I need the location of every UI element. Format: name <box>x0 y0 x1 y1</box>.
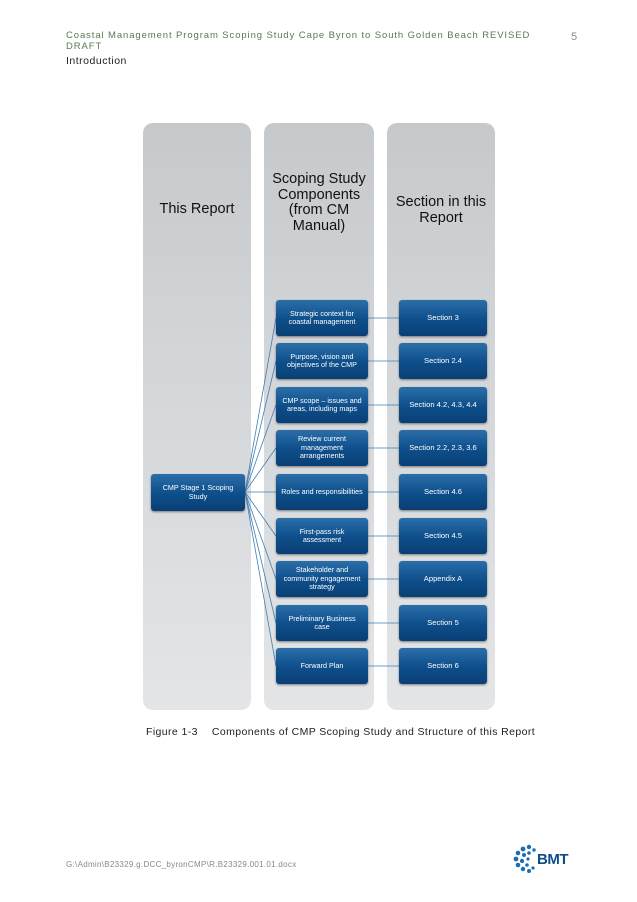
section-node: Section 2.4 <box>399 343 487 379</box>
component-node: Strategic context for coastal management <box>276 300 368 336</box>
page-number: 5 <box>571 31 578 43</box>
column-heading: Section in this Report <box>395 194 487 226</box>
component-node: Stakeholder and community engagement str… <box>276 561 368 597</box>
header-title: Coastal Management Program Scoping Study… <box>66 30 531 52</box>
component-node: CMP scope – issues and areas, including … <box>276 387 368 423</box>
column-heading: Scoping Study Components (from CM Manual… <box>272 171 366 234</box>
component-node: First-pass risk assessment <box>276 518 368 554</box>
bmt-logo-icon <box>513 844 536 873</box>
connector-line <box>244 491 277 580</box>
footer-file-path: G:\Admin\B23329.g.DCC_byronCMP\R.B23329.… <box>66 860 297 869</box>
connector-line <box>244 491 277 624</box>
connector-line <box>244 491 277 667</box>
section-node: Section 4.6 <box>399 474 487 510</box>
root-node: CMP Stage 1 Scoping Study <box>151 474 245 511</box>
section-heading: Introduction <box>66 55 127 67</box>
section-node: Appendix A <box>399 561 487 597</box>
connector-line <box>244 491 277 537</box>
component-node: Purpose, vision and objectives of the CM… <box>276 343 368 379</box>
caption-number: Figure 1-3 <box>146 726 198 738</box>
column-this-report: This Report <box>143 123 251 710</box>
logo-text: BMT <box>537 851 569 868</box>
component-node: Forward Plan <box>276 648 368 684</box>
section-node: Section 4.5 <box>399 518 487 554</box>
section-node: Section 3 <box>399 300 487 336</box>
connector-line <box>244 360 277 493</box>
connector-line <box>244 404 277 493</box>
section-node: Section 6 <box>399 648 487 684</box>
component-node: Roles and responsibilities <box>276 474 368 510</box>
component-node: Preliminary Business case <box>276 605 368 641</box>
column-heading: This Report <box>159 201 235 217</box>
component-node: Review current management arrangements <box>276 430 368 466</box>
section-node: Section 5 <box>399 605 487 641</box>
section-node: Section 4.2, 4.3, 4.4 <box>399 387 487 423</box>
caption-text: Components of CMP Scoping Study and Stru… <box>211 726 536 738</box>
connector-line <box>244 447 277 493</box>
figure-caption: Figure 1-3 Components of CMP Scoping Stud… <box>146 726 535 738</box>
section-node: Section 2.2, 2.3, 3.6 <box>399 430 487 466</box>
connector-line <box>244 317 277 493</box>
